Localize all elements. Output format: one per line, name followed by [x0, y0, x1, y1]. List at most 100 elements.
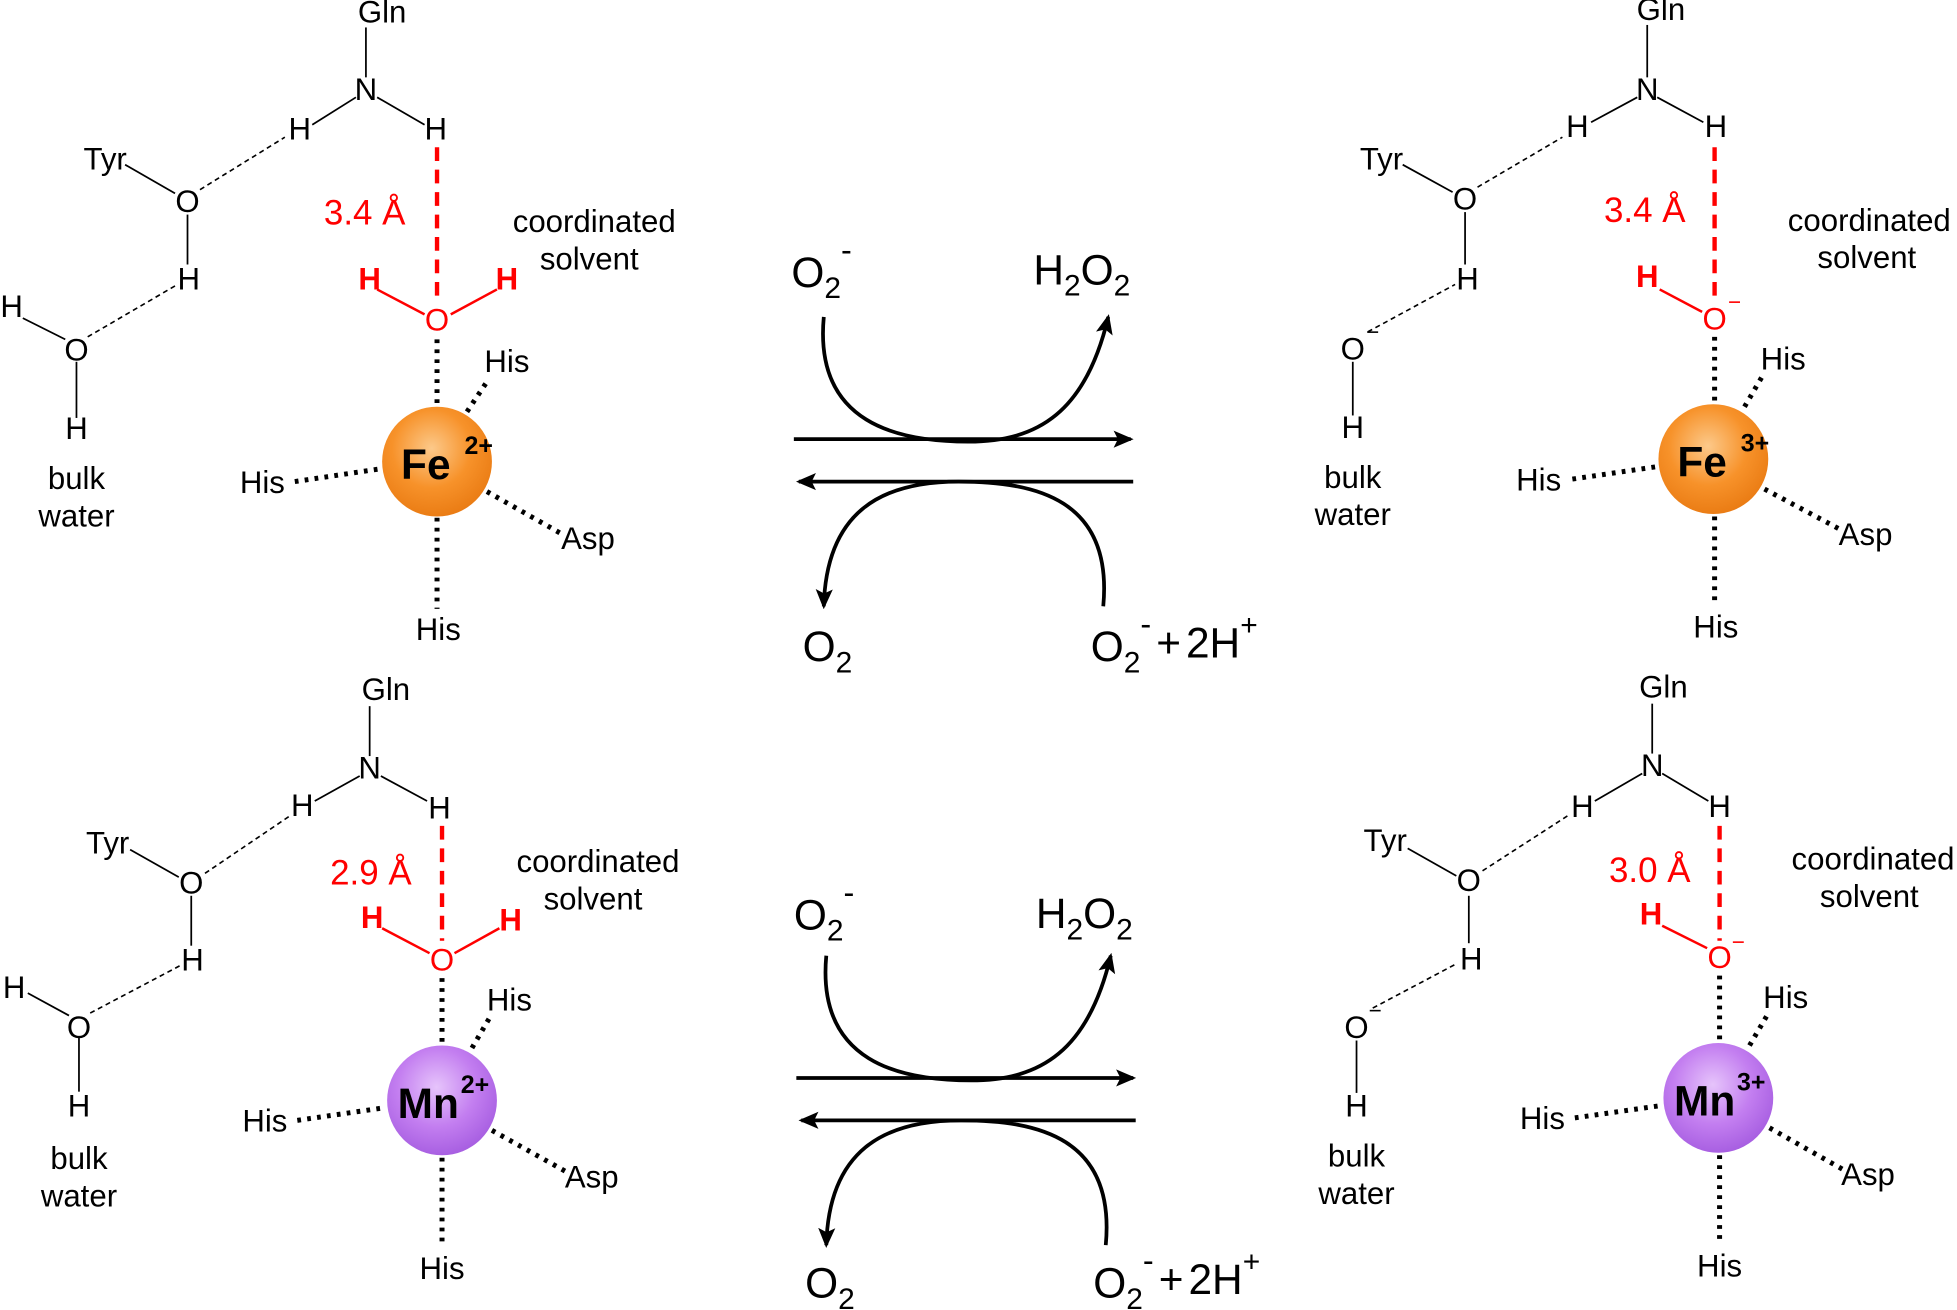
plus-sign: + [1159, 1256, 1184, 1303]
asp-label: Asp [565, 1160, 619, 1195]
o-atom: O [1341, 331, 1365, 366]
coord-bond-his-top [464, 380, 490, 414]
o-atom: O [179, 865, 203, 900]
solvent-negative-charge: − [1728, 289, 1741, 314]
n-atom: N [358, 751, 381, 786]
hbond-bulk-tyr [89, 964, 181, 1014]
species-symbol: O [805, 1260, 838, 1307]
solvent-h-atom: H [1636, 259, 1659, 294]
superscript: - [841, 232, 852, 268]
panel-fe2: Fe 2+ Gln N H H Tyr O H H O H bulk water… [0, 0, 675, 647]
his-label: His [484, 344, 529, 379]
subscript: 2 [1126, 1283, 1143, 1310]
metal-symbol: Fe [401, 441, 451, 488]
n-h-left-bond [1590, 96, 1638, 124]
bulk-water-label: bulk [1328, 1139, 1386, 1174]
bulk-water-label: water [1317, 1176, 1394, 1211]
his-label: His [1693, 610, 1738, 645]
o-atom: O [1453, 182, 1477, 217]
solvent-o-atom: O [425, 303, 449, 338]
his-label: His [1516, 462, 1561, 497]
bulk-water-label: water [1314, 497, 1391, 532]
coordinated-solvent-label: coordinated [516, 844, 679, 879]
asp-label: Asp [561, 521, 615, 556]
hbond-tyr-gln [1477, 136, 1563, 188]
superscript: + [1243, 1245, 1260, 1278]
h-atom: H [291, 788, 314, 823]
n-h-left-bond [314, 775, 361, 802]
bulk-negative-charge: − [1366, 319, 1379, 344]
coord-bond-asp [1763, 486, 1841, 532]
solvent-negative-charge: − [1732, 929, 1745, 954]
his-label: His [1520, 1101, 1565, 1136]
h-atom: H [1456, 261, 1479, 296]
coord-bond-asp [1768, 1125, 1846, 1173]
subscript: 2 [1114, 270, 1131, 303]
solvent-h-atom: H [358, 261, 381, 296]
solvent-h-left-bond [376, 288, 426, 316]
tyr-label: Tyr [86, 825, 129, 860]
distance-label: 3.4 Å [1604, 191, 1686, 230]
tyr-o-bond [129, 848, 180, 878]
coordinated-solvent-label: coordinated [1792, 842, 1955, 877]
coord-bond-his-left [1572, 464, 1658, 482]
n-h-left-bond [1594, 772, 1643, 802]
coordinated-solvent-label: coordinated [1788, 203, 1951, 238]
panel-fe3: Fe 3+ Gln N H H Tyr O H O − H bulk water… [1314, 0, 1951, 645]
mn2-metal-ion [387, 1045, 497, 1156]
species-symbol: 2H [1186, 619, 1240, 666]
subscript: 2 [824, 272, 841, 305]
n-h-right-bond [380, 775, 428, 802]
h-atom: H [1342, 410, 1365, 445]
bulk-water-label: bulk [50, 1141, 108, 1176]
asp-label: Asp [1841, 1157, 1895, 1192]
coord-bond-asp [485, 489, 564, 537]
coordinated-solvent-label: solvent [544, 882, 643, 917]
hbond-tyr-gln [1482, 815, 1568, 872]
solvent-o-atom: O [430, 943, 454, 978]
solvent-h-atom: H [361, 900, 384, 935]
o-atom: O [1457, 863, 1481, 898]
coordinated-solvent-label: coordinated [513, 204, 676, 239]
oxygen-product: O2 [805, 1260, 855, 1310]
reaction-scheme-top: O2- H2O2 O2 O2-+2H+ [791, 232, 1257, 680]
n-atom: N [1636, 72, 1659, 107]
hbond-tyr-gln [199, 136, 286, 191]
superscript: + [1240, 609, 1257, 642]
oxygen-product: O2 [803, 623, 853, 679]
metal-symbol: Mn [398, 1080, 459, 1127]
coord-bond-his-left [296, 1105, 384, 1123]
distance-label: 2.9 Å [330, 854, 412, 893]
h-atom: H [0, 289, 23, 324]
o-atom: O [175, 184, 199, 219]
bulk-negative-charge: − [1369, 998, 1382, 1023]
bulk-water-label: water [40, 1178, 117, 1213]
species-symbol: O [1083, 890, 1116, 937]
h-atom: H [68, 1089, 91, 1124]
subscript: 2 [838, 1283, 855, 1310]
hbond-tyr-gln [204, 815, 291, 875]
h-atom: H [425, 112, 448, 147]
solvent-h-atom: H [496, 261, 519, 296]
solvent-o-atom: O [1707, 940, 1731, 975]
bulk-water-label: water [37, 498, 114, 533]
coord-bond-his-top [1742, 375, 1765, 408]
h-atom: H [1708, 789, 1731, 824]
coordinated-solvent-label: solvent [1820, 879, 1919, 914]
gln-label: Gln [362, 672, 411, 707]
tyr-label: Tyr [84, 142, 127, 177]
curved-arrow-to-h2o2 [823, 952, 1116, 1083]
species-symbol: O [1081, 246, 1114, 293]
subscript: 2 [1067, 913, 1084, 946]
his-label: His [1761, 341, 1806, 376]
hydrogen-peroxide-product: H2O2 [1036, 890, 1133, 946]
coord-bond-asp [490, 1128, 570, 1175]
his-label: His [416, 612, 461, 647]
metal-charge: 3+ [1737, 1068, 1765, 1096]
o-atom: O [64, 333, 88, 368]
o-atom: O [67, 1010, 91, 1045]
superscript: - [1143, 1242, 1154, 1278]
gln-label: Gln [358, 0, 407, 29]
species-symbol: H [1036, 890, 1067, 937]
